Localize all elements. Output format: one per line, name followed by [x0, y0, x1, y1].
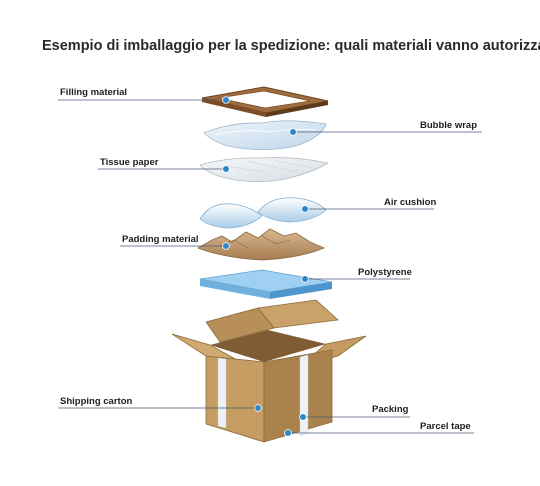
air-cushion-marker	[301, 205, 309, 213]
bubble-wrap-marker	[289, 128, 297, 136]
shipping-carton-marker	[254, 404, 262, 412]
tissue-paper-marker	[222, 165, 230, 173]
shipping-carton-box	[171, 299, 367, 443]
bubble-wrap-sheet	[203, 120, 327, 150]
parcel-tape-marker	[284, 429, 292, 437]
label-filling-material: Filling material	[60, 87, 128, 98]
padding-material-pile	[197, 228, 326, 261]
polystyrene-marker	[301, 275, 309, 283]
label-bubble-wrap: Bubble wrap	[420, 120, 478, 131]
leader-lines	[58, 99, 482, 434]
packing-marker	[299, 413, 307, 421]
label-padding-material: Padding material	[122, 234, 199, 245]
label-air-cushion: Air cushion	[384, 197, 437, 208]
label-shipping-carton: Shipping carton	[60, 396, 133, 407]
filling-material-frame	[201, 86, 329, 117]
label-tissue-paper: Tissue paper	[100, 157, 159, 168]
air-cushion-pillows	[199, 197, 327, 229]
diagram-title: Esempio di imballaggio per la spedizione…	[42, 38, 540, 54]
filling-material-marker	[222, 96, 230, 104]
tissue-paper-sheet	[199, 157, 330, 182]
polystyrene-board	[199, 269, 333, 299]
label-packing: Packing	[372, 404, 409, 415]
label-polystyrene: Polystyrene	[358, 267, 412, 278]
label-parcel-tape: Parcel tape	[420, 421, 471, 432]
padding-material-marker	[222, 242, 230, 250]
